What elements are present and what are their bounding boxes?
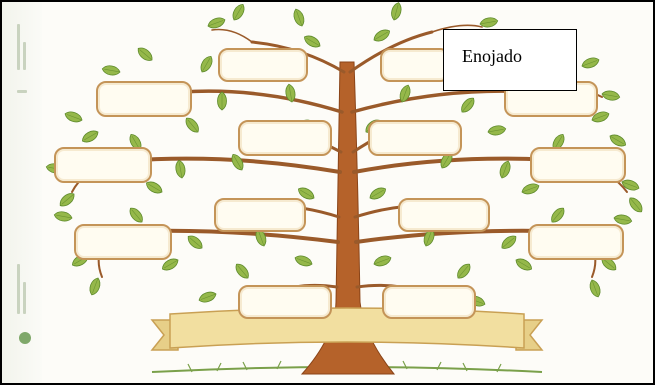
name-box [238,120,332,156]
name-box [380,48,450,82]
name-box [382,285,476,319]
name-box [96,81,192,117]
name-box [54,147,152,183]
name-box [528,224,624,260]
emotion-label: Enojado [462,46,522,67]
name-box [398,198,490,232]
name-box [238,285,332,319]
name-box [74,224,172,260]
name-box [530,147,626,183]
name-box [218,48,308,82]
name-box [214,198,306,232]
emotion-label-box: Enojado [443,29,577,91]
name-box [368,120,462,156]
